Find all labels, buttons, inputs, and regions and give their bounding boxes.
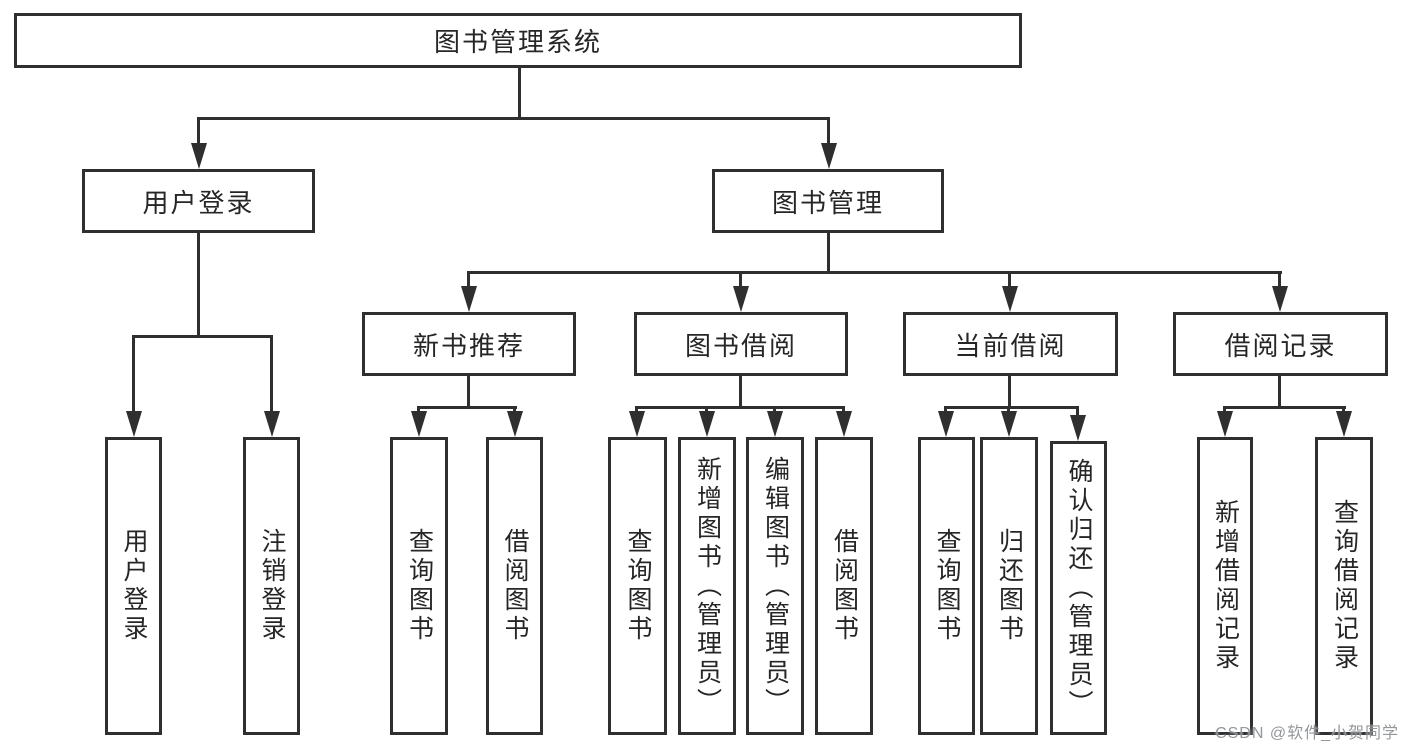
- connector-segment: [417, 406, 517, 409]
- connector-segment: [197, 117, 200, 145]
- arrow-down-icon: [1002, 286, 1018, 312]
- arrow-down-icon: [506, 411, 523, 437]
- arrow-down-icon: [263, 411, 280, 437]
- leaf-borrow-books: 借阅图书: [486, 437, 543, 735]
- watermark-csdn: CSDN @软件_小贺同学: [1215, 725, 1399, 742]
- connector-segment: [467, 271, 1282, 274]
- connector-segment: [467, 376, 470, 408]
- arrow-down-icon: [1070, 415, 1086, 441]
- connector-segment: [635, 406, 638, 414]
- arrow-down-icon: [461, 286, 477, 312]
- connector-segment: [635, 406, 845, 409]
- connector-segment: [1223, 406, 1226, 414]
- connector-segment: [417, 406, 420, 414]
- leaf-logout-login: 注销登录: [243, 437, 300, 735]
- leaf-query-borrow-record: 查询借阅记录: [1315, 437, 1373, 735]
- leaf-query-books: 查询图书: [390, 437, 448, 735]
- arrow-down-icon: [767, 411, 783, 437]
- arrow-down-icon: [699, 411, 715, 437]
- connector-segment: [1223, 406, 1346, 409]
- leaf-user-login: 用户登录: [105, 437, 162, 735]
- connector-segment: [1278, 376, 1281, 408]
- arrow-down-icon: [1217, 411, 1233, 437]
- node-borrowing-records: 借阅记录: [1173, 312, 1388, 376]
- connector-segment: [132, 335, 135, 414]
- leaf-query-books-2: 查询图书: [608, 437, 667, 735]
- connector-segment: [1008, 376, 1011, 408]
- connector-segment: [270, 335, 273, 414]
- arrow-down-icon: [629, 411, 645, 437]
- node-current-borrowing: 当前借阅: [903, 312, 1118, 376]
- connector-segment: [197, 117, 830, 120]
- node-book-management: 图书管理: [712, 169, 944, 233]
- leaf-return-books: 归还图书: [980, 437, 1038, 735]
- connector-segment: [842, 406, 845, 414]
- connector-segment: [1007, 406, 1010, 414]
- node-new-book-recommendation: 新书推荐: [362, 312, 576, 376]
- connector-segment: [739, 376, 742, 408]
- leaf-borrow-books-2: 借阅图书: [815, 437, 873, 735]
- arrow-down-icon: [1001, 411, 1017, 437]
- connector-segment: [827, 233, 830, 274]
- connector-segment: [1342, 406, 1345, 414]
- leaf-add-books-admin: 新增图书（管理员）: [678, 437, 736, 735]
- connector-segment: [1076, 406, 1079, 418]
- connector-segment: [773, 406, 776, 414]
- connector-segment: [1008, 271, 1011, 289]
- connector-segment: [944, 406, 1079, 409]
- connector-segment: [944, 406, 947, 414]
- connector-segment: [518, 68, 521, 119]
- arrow-down-icon: [190, 143, 207, 169]
- arrow-down-icon: [938, 411, 954, 437]
- connector-segment: [513, 406, 516, 414]
- connector-segment: [467, 271, 470, 289]
- arrow-down-icon: [125, 411, 142, 437]
- leaf-add-borrow-record: 新增借阅记录: [1197, 437, 1253, 735]
- connector-segment: [132, 335, 273, 338]
- leaf-confirm-return-admin: 确认归还（管理员）: [1050, 441, 1107, 735]
- leaf-edit-books-admin: 编辑图书（管理员）: [746, 437, 804, 735]
- connector-segment: [197, 233, 200, 337]
- connector-segment: [739, 271, 742, 289]
- connector-segment: [1278, 271, 1281, 289]
- arrow-down-icon: [1336, 411, 1352, 437]
- arrow-down-icon: [1272, 286, 1288, 312]
- arrow-down-icon: [836, 411, 852, 437]
- connector-segment: [705, 406, 708, 414]
- node-book-borrowing: 图书借阅: [634, 312, 848, 376]
- arrow-down-icon: [820, 143, 837, 169]
- leaf-query-books-3: 查询图书: [918, 437, 975, 735]
- node-user-login: 用户登录: [82, 169, 315, 233]
- arrow-down-icon: [410, 411, 427, 437]
- node-library-management-system: 图书管理系统: [14, 13, 1022, 68]
- arrow-down-icon: [733, 286, 749, 312]
- connector-segment: [827, 117, 830, 145]
